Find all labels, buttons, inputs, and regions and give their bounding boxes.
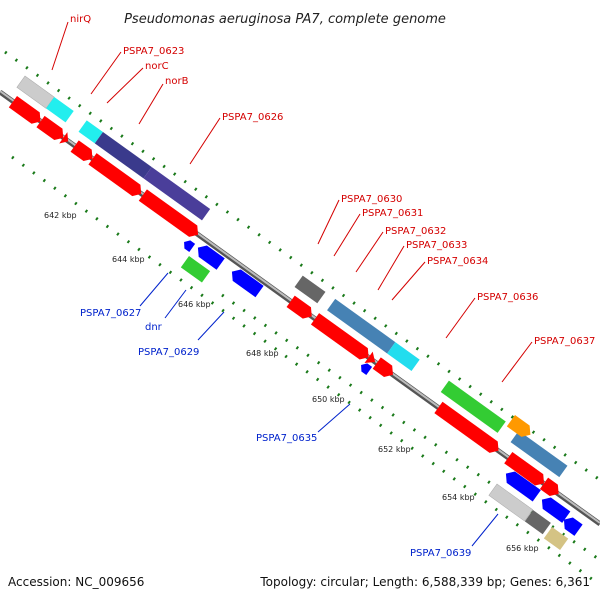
gene-track-lower	[180, 240, 583, 551]
gene-blue-4	[563, 517, 583, 536]
gene-norB	[94, 132, 152, 179]
leader-line	[317, 403, 351, 433]
leader-line	[139, 272, 169, 307]
cds-arrow	[286, 295, 312, 319]
tick-label: 644 kbp	[112, 255, 145, 264]
label-PSPA7_0637: PSPA7_0637	[534, 336, 595, 347]
gene-PSPA7_0635	[361, 363, 373, 375]
label-PSPA7_0634: PSPA7_0634	[427, 256, 488, 267]
label-PSPA7_0623: PSPA7_0623	[123, 46, 184, 57]
leader-line	[164, 289, 187, 319]
gene-orange	[506, 415, 531, 437]
label-PSPA7_0630: PSPA7_0630	[341, 194, 402, 205]
gene-PSPA7_0632	[327, 298, 396, 354]
outer-dotted-ring	[4, 50, 600, 482]
label-PSPA7_0639: PSPA7_0639	[410, 548, 471, 559]
leader-line	[391, 261, 426, 301]
leader-line	[138, 83, 164, 125]
tick-label: 652 kbp	[378, 445, 411, 454]
label-norB: norB	[165, 76, 189, 87]
label-nirQ: nirQ	[70, 14, 91, 25]
label-norC: norC	[145, 61, 169, 72]
tick-label: 654 kbp	[442, 493, 475, 502]
leader-line	[445, 297, 476, 339]
cds-arrow	[8, 96, 41, 124]
tick-label: 646 kbp	[178, 300, 211, 309]
label-PSPA7_0627: PSPA7_0627	[80, 308, 141, 319]
gene-grey-dark	[524, 510, 551, 535]
gene-PSPA7_0639	[488, 483, 534, 522]
cds-arrow	[364, 351, 376, 363]
leader-line	[106, 67, 144, 104]
gene-PSPA7_0629	[231, 269, 264, 298]
leader-line	[317, 199, 340, 245]
gene-PSPA7_0636	[440, 380, 506, 433]
map-title: Pseudomonas aeruginosa PA7, complete gen…	[124, 12, 446, 27]
cds-arrow	[88, 153, 142, 197]
cds-arrow	[70, 140, 93, 162]
gene-khaki	[543, 527, 569, 551]
label-PSPA7_0626: PSPA7_0626	[222, 112, 283, 123]
label-PSPA7_0632: PSPA7_0632	[385, 226, 446, 237]
inner-dotted-ring	[11, 155, 600, 587]
gene-blue-3	[541, 497, 571, 523]
leader-line	[197, 311, 225, 341]
leader-line	[90, 51, 122, 95]
gene-blue	[197, 245, 225, 270]
cds-arrow	[504, 451, 545, 486]
label-PSPA7_0633: PSPA7_0633	[406, 240, 467, 251]
tick-label: 648 kbp	[246, 349, 279, 358]
leader-line	[51, 21, 69, 71]
gene-small-blue	[184, 240, 196, 252]
cds-arrow	[539, 477, 559, 497]
leader-line	[377, 245, 405, 291]
topology-text: Topology: circular; Length: 6,588,339 bp…	[259, 575, 590, 589]
lower-gene-labels: PSPA7_0627 dnr PSPA7_0629 PSPA7_0635 PSP…	[80, 272, 499, 559]
gene-track-upper	[16, 75, 568, 478]
upper-gene-labels: nirQ PSPA7_0623 norC norB PSPA7_0626 PSP…	[51, 14, 595, 383]
leader-line	[501, 341, 533, 383]
gene-nirQ	[46, 97, 74, 123]
cds-arrow	[138, 189, 199, 237]
gene-PSPA7_0634	[387, 342, 420, 371]
tick-label: 650 kbp	[312, 395, 345, 404]
label-PSPA7_0631: PSPA7_0631	[362, 208, 423, 219]
gene-PSPA7_0637	[510, 430, 568, 478]
leader-line	[189, 117, 221, 165]
cds-arrow	[372, 357, 393, 377]
tick-label: 642 kbp	[44, 211, 77, 220]
gene-PSPA7_0630	[294, 275, 326, 304]
label-PSPA7_0635: PSPA7_0635	[256, 433, 317, 444]
cds-arrow	[36, 115, 64, 141]
tick-labels: 642 kbp 644 kbp 646 kbp 648 kbp 650 kbp …	[44, 211, 539, 553]
cds-arrow	[434, 401, 499, 453]
label-dnr: dnr	[145, 322, 163, 333]
leader-line	[333, 213, 361, 257]
cds-arrow	[59, 132, 69, 144]
gene-PSPA7_0626	[143, 167, 211, 221]
gene-blue-2	[505, 471, 541, 502]
cds-track-red	[8, 96, 559, 497]
label-PSPA7_0629: PSPA7_0629	[138, 347, 199, 358]
cds-arrow	[310, 313, 369, 360]
leader-line	[471, 513, 499, 547]
tick-label: 656 kbp	[506, 544, 539, 553]
accession-text: Accession: NC_009656	[8, 575, 144, 589]
leader-line	[355, 231, 384, 273]
gene-PSPA7_0623-cyan	[78, 120, 103, 144]
label-PSPA7_0636: PSPA7_0636	[477, 292, 538, 303]
gene-dnr	[180, 256, 211, 283]
